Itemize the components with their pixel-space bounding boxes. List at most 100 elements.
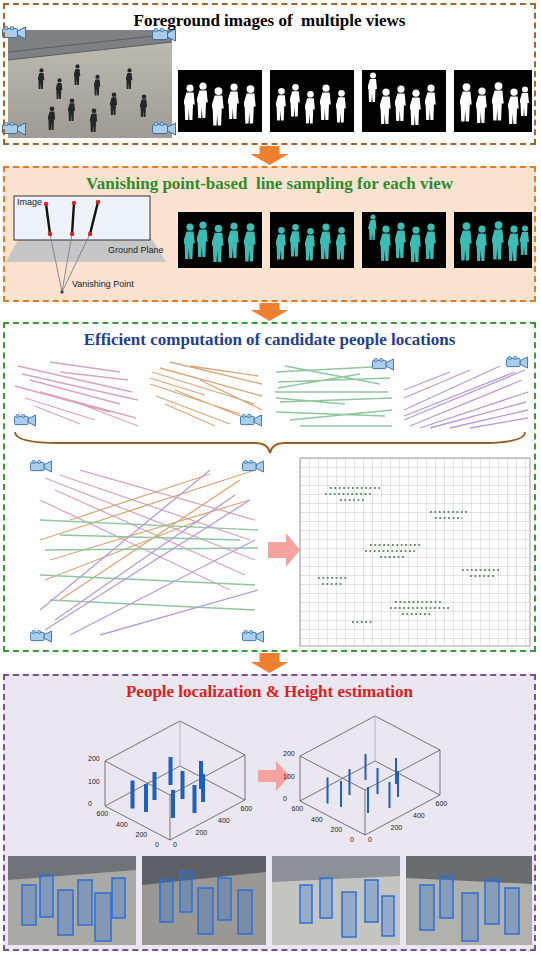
- scene-photo: [37, 64, 147, 132]
- axis-tick: 400: [311, 816, 323, 823]
- result-photos: [440, 876, 453, 918]
- scene-photo: [3, 26, 26, 39]
- merged-lines: [40, 470, 258, 635]
- scene-photo: [8, 34, 172, 60]
- merged-lines: [30, 630, 51, 642]
- scene-photo: [89, 108, 97, 132]
- foreground-masks: [459, 83, 472, 121]
- result-photos: [218, 878, 231, 920]
- camera-icons: [506, 356, 527, 368]
- sampled-masks: [454, 212, 532, 268]
- scene-photo: [8, 30, 172, 138]
- axis-tick: 400: [413, 812, 425, 819]
- scene-photo: [67, 98, 75, 121]
- camera-icons: [372, 358, 393, 370]
- candidate-grid: [318, 488, 500, 622]
- foreground-masks: [335, 90, 346, 122]
- sketch-label: Image: [17, 198, 42, 207]
- sampled-masks: [178, 212, 532, 268]
- vanishing-point-sketch: [44, 202, 48, 206]
- vanishing-point-sketch: [70, 232, 74, 236]
- plot-3d-right: [395, 758, 397, 784]
- flow-arrow: [251, 653, 289, 673]
- sampled-masks: [227, 223, 239, 258]
- sampled-masks: [270, 212, 354, 268]
- sampled-masks: [491, 221, 504, 259]
- panel-title: People localization & Height estimation: [126, 682, 413, 701]
- axis-tick: 0: [368, 836, 372, 843]
- foreground-masks: [362, 70, 446, 132]
- foreground-masks: [454, 70, 532, 132]
- scene-photo: [55, 78, 62, 99]
- sampled-masks: [304, 228, 315, 260]
- axis-tick: 200: [136, 831, 148, 838]
- axis-tick: 600: [292, 805, 304, 812]
- axis-tick: 200: [331, 826, 343, 833]
- result-photos: [22, 872, 519, 941]
- scene-photo: [37, 68, 44, 89]
- axis-tick: 0: [283, 795, 287, 802]
- result-photos: [300, 885, 312, 923]
- result-photos: [8, 856, 136, 945]
- result-photos: [505, 888, 519, 934]
- scene-photo: [47, 106, 55, 130]
- foreground-masks: [475, 88, 487, 123]
- plot-3d-right: [367, 787, 369, 813]
- foreground-masks: [289, 84, 300, 116]
- foreground-masks: [394, 86, 406, 121]
- plot-3d-left: [153, 772, 157, 800]
- line-maps: [150, 362, 262, 426]
- result-photos: [198, 888, 213, 934]
- result-photos: [58, 890, 73, 935]
- sampled-masks: [475, 226, 487, 261]
- line-maps: [404, 366, 528, 428]
- result-photos: [40, 875, 53, 917]
- sampled-masks: [183, 214, 529, 262]
- plot-3d-right: [397, 771, 399, 797]
- line-maps: [275, 366, 392, 426]
- sampled-masks: [211, 225, 224, 262]
- plot-3d-left: [181, 771, 185, 799]
- foreground-masks: [367, 73, 377, 103]
- foreground-masks: [183, 73, 529, 126]
- axis-tick: 600: [436, 800, 448, 807]
- plot-3d-right: [375, 716, 376, 761]
- process-panel: Foreground images of multiple views: [3, 3, 536, 145]
- vanishing-point-sketch: [46, 202, 98, 234]
- plot-3d-left: [105, 721, 245, 840]
- sampled-masks: [394, 223, 406, 258]
- axis-tick: 100: [88, 778, 100, 785]
- axis-tick: 200: [391, 824, 403, 831]
- vanishing-point-sketch: [72, 201, 76, 205]
- sampled-masks: [507, 226, 519, 261]
- result-photos: [406, 856, 532, 945]
- plot-3d-left: [199, 761, 203, 789]
- result-photos: [406, 878, 532, 945]
- foreground-masks: [243, 85, 256, 123]
- merged-lines: [30, 460, 51, 472]
- panel-grounds: [3, 3, 536, 145]
- line-maps: [15, 362, 138, 426]
- pink-arrow: [268, 533, 300, 567]
- panel-title: Efficient computation of candidate peopl…: [84, 330, 456, 349]
- scene-photo: [93, 75, 100, 96]
- result-photos: [382, 896, 394, 936]
- foreground-masks: [491, 82, 504, 120]
- foreground-masks: [196, 83, 208, 118]
- sampled-masks: [243, 223, 256, 261]
- plot-3d-left: [105, 721, 245, 840]
- foreground-masks: [424, 85, 436, 120]
- foreground-masks: [178, 70, 532, 132]
- scene-photo: [153, 122, 176, 135]
- sampled-masks: [368, 214, 377, 240]
- axis-tick: 200: [88, 755, 100, 762]
- camera-icons: [240, 414, 261, 426]
- panel-grounds: [3, 674, 536, 951]
- result-photos: [8, 870, 136, 945]
- result-photos: [272, 876, 400, 945]
- sampled-masks: [335, 227, 346, 259]
- result-photos: [95, 893, 111, 941]
- merged-lines: [242, 630, 263, 642]
- merged-lines: [30, 460, 263, 642]
- process-panel: Efficient computation of candidate peopl…: [3, 322, 536, 652]
